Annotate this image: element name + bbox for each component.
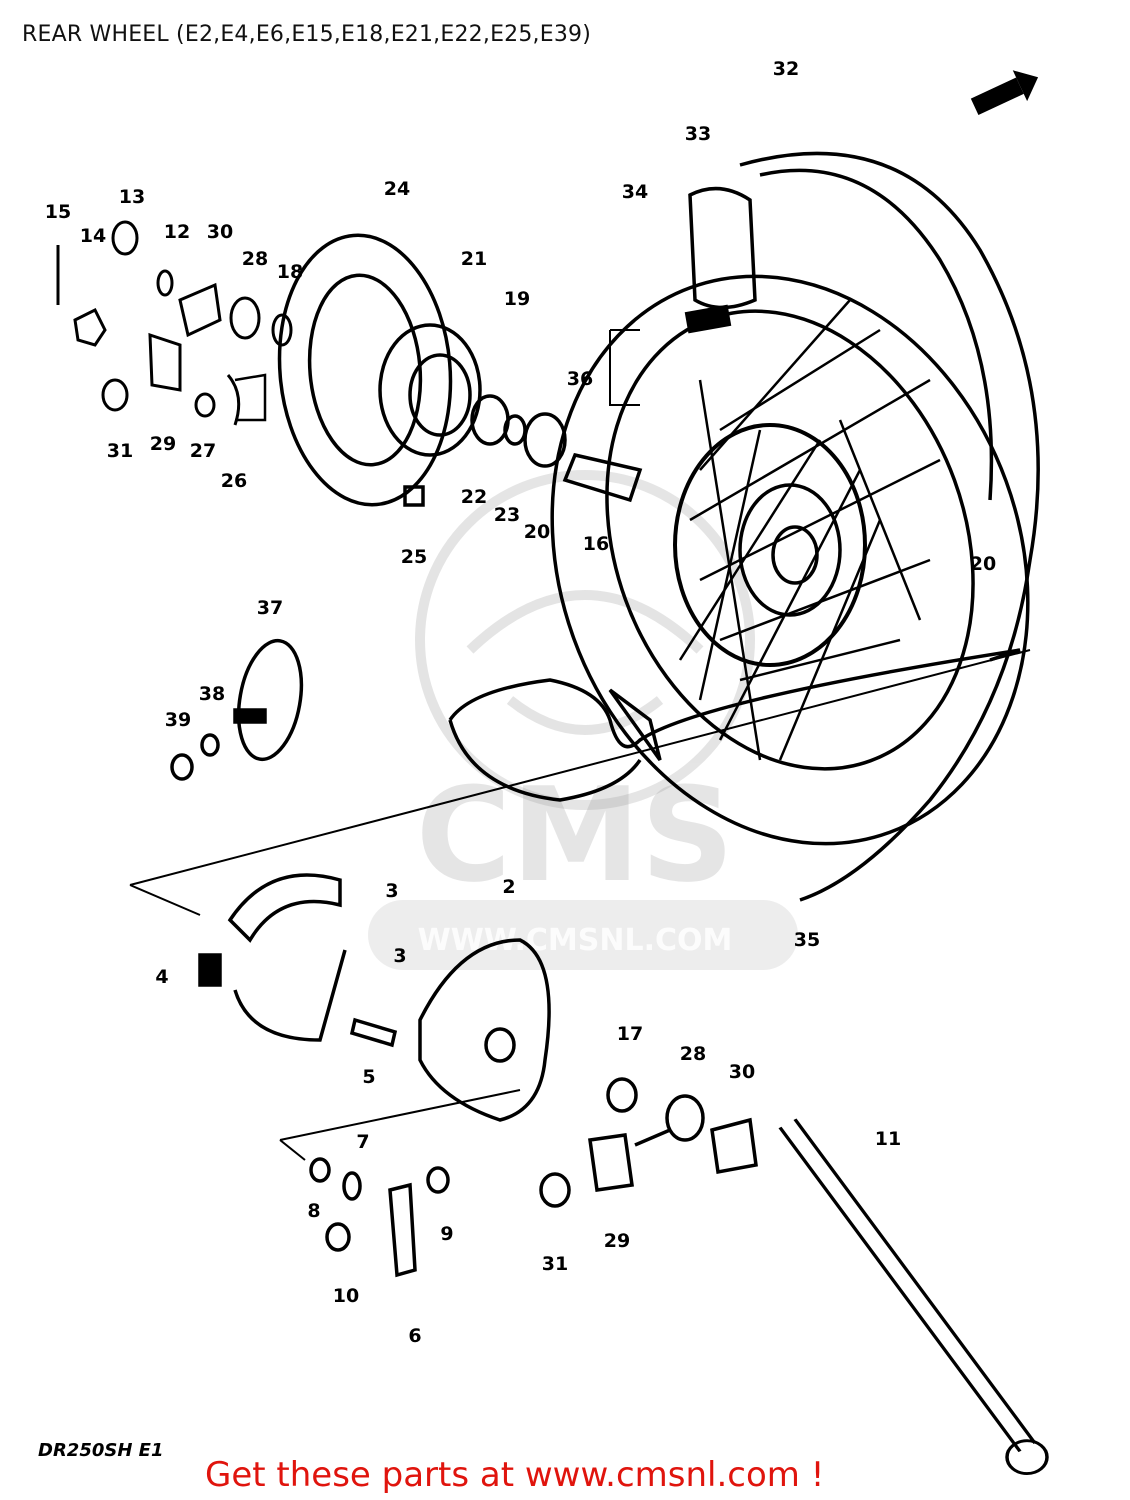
sprocket — [277, 233, 453, 507]
part-label: 24 — [384, 178, 410, 200]
part-label: 38 — [199, 683, 225, 705]
axle-parts — [279, 1077, 1049, 1475]
part-label: 32 — [773, 58, 799, 80]
part-label: 3 — [393, 945, 406, 967]
sprocket-drum — [378, 323, 482, 457]
part-label: 18 — [277, 261, 303, 283]
part-label: 29 — [604, 1230, 630, 1252]
part-label: 28 — [242, 248, 268, 270]
axle-shaft — [778, 1118, 1037, 1453]
watermark-url-text: WWW.CMSNL.COM — [418, 923, 733, 958]
part-label: 16 — [583, 533, 609, 555]
brake-cam-lever — [388, 1182, 417, 1278]
part-label: 10 — [333, 1285, 359, 1307]
watermark — [368, 470, 798, 970]
spokes — [678, 299, 941, 761]
part-label: 30 — [729, 1061, 755, 1083]
part-label: 20 — [970, 553, 996, 575]
chain-guard — [688, 186, 757, 310]
part-label: 5 — [362, 1066, 375, 1088]
part-label: 33 — [685, 123, 711, 145]
part-label: 21 — [461, 248, 487, 270]
part-label: 31 — [107, 440, 133, 462]
model-code: DR250SH E1 — [38, 1440, 164, 1461]
part-label: 36 — [567, 368, 593, 390]
part-label: 25 — [401, 546, 427, 568]
part-label: 26 — [221, 470, 247, 492]
part-label: 3 — [385, 880, 398, 902]
direction-arrow-icon — [970, 70, 1039, 115]
part-label: 34 — [622, 181, 648, 203]
part-label: 8 — [307, 1200, 320, 1222]
part-label: 12 — [164, 221, 190, 243]
part-labels: 32 33 34 15 13 14 12 30 28 18 24 21 19 3… — [45, 58, 996, 1347]
fender — [739, 151, 1040, 902]
part-label: 20 — [524, 521, 550, 543]
part-label: 19 — [504, 288, 530, 310]
brake-shoe-lower — [233, 949, 347, 1042]
part-label: 6 — [408, 1325, 421, 1347]
part-label: 15 — [45, 201, 71, 223]
part-label: 27 — [190, 440, 216, 462]
part-label: 37 — [257, 597, 283, 619]
part-label: 35 — [794, 929, 820, 951]
tire-outer — [550, 274, 1030, 846]
part-label: 17 — [617, 1023, 643, 1045]
part-label: 13 — [119, 186, 145, 208]
page-title: REAR WHEEL (E2,E4,E6,E15,E18,E21,E22,E25… — [22, 22, 592, 47]
brake-shoe-upper — [227, 873, 342, 943]
part-label: 9 — [440, 1223, 453, 1245]
rear-wheel-assembly — [129, 151, 1040, 916]
footer-parts-link[interactable]: Get these parts at www.cmsnl.com ! — [205, 1455, 825, 1495]
hub — [673, 423, 867, 667]
part-label: 28 — [680, 1043, 706, 1065]
part-label: 29 — [150, 433, 176, 455]
part-label: 39 — [165, 709, 191, 731]
watermark-logo-text: CMS — [416, 759, 734, 911]
part-label: 2 — [502, 876, 515, 898]
axle-spacer — [562, 452, 643, 503]
part-label: 7 — [356, 1131, 369, 1153]
part-label: 14 — [80, 225, 106, 247]
swingarm-stand — [448, 648, 1021, 749]
part-label: 11 — [875, 1128, 901, 1150]
part-label: 31 — [542, 1253, 568, 1275]
part-label: 30 — [207, 221, 233, 243]
sprocket-assembly — [234, 233, 643, 507]
part-label: 4 — [155, 966, 168, 988]
left-small-parts — [56, 220, 293, 426]
part-label: 22 — [461, 486, 487, 508]
part-label: 23 — [494, 504, 520, 526]
